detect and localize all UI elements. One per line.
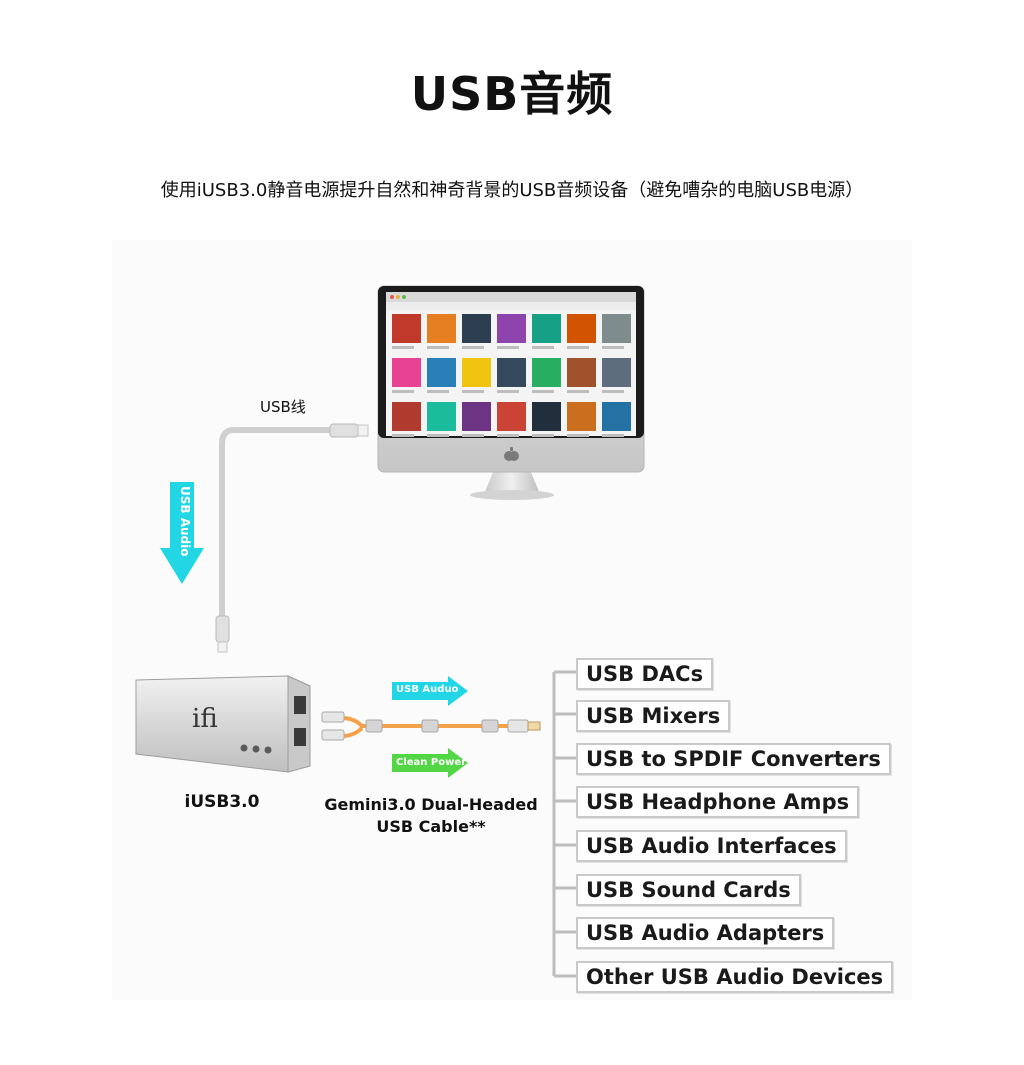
usb-audio-diagram: USB线 USB Audio ifi iUSB3.0: [112, 240, 912, 1000]
album-caption: [602, 434, 624, 437]
album-caption: [427, 434, 449, 437]
device-usb-sound-cards: USB Sound Cards: [576, 874, 801, 906]
album-caption: [427, 346, 449, 349]
album-caption: [567, 346, 589, 349]
album-cover: [427, 402, 456, 431]
album-cover: [392, 358, 421, 387]
album-cover: [427, 314, 456, 343]
ifi-logo: ifi: [192, 704, 218, 734]
device-usb-mixers: USB Mixers: [576, 700, 731, 732]
album-cover: [567, 314, 596, 343]
usb-audio-right-arrow: [392, 676, 468, 706]
device-other-usb-audio: Other USB Audio Devices: [576, 961, 894, 993]
device-usb-audio-interfaces: USB Audio Interfaces: [576, 830, 847, 862]
iusb-label: iUSB3.0: [184, 792, 260, 812]
album-cover: [532, 314, 561, 343]
device-list-bracket: [552, 670, 576, 978]
album-cover: [602, 402, 631, 431]
iusb-device-image: [135, 675, 311, 773]
album-cover: [602, 314, 631, 343]
clean-power-arrow-label: Clean Power: [396, 757, 467, 768]
album-grid: [392, 314, 631, 437]
album-caption: [392, 390, 414, 393]
page-title: USB音频: [410, 67, 614, 121]
album-cover: [497, 402, 526, 431]
gemini-label-line2: USB Cable**: [376, 817, 486, 836]
usb-audio-vertical-label: USB Audio: [178, 486, 192, 557]
album-caption: [532, 346, 554, 349]
usb-cable-label: USB线: [260, 398, 306, 416]
gemini-cable-label: Gemini3.0 Dual-Headed USB Cable**: [308, 794, 554, 838]
album-cover: [497, 314, 526, 343]
gemini-cable-image: [321, 711, 541, 741]
device-usb-audio-adapters: USB Audio Adapters: [576, 917, 835, 949]
album-caption: [567, 434, 589, 437]
usb-cable-image: [215, 423, 369, 653]
apple-logo-icon: [504, 447, 519, 461]
clean-power-arrow: [392, 748, 468, 778]
page-subtitle: 使用iUSB3.0静音电源提升自然和神奇背景的USB音频设备（避免嘈杂的电脑US…: [160, 180, 864, 201]
album-caption: [602, 390, 624, 393]
album-caption: [567, 390, 589, 393]
album-caption: [462, 390, 484, 393]
album-cover: [497, 358, 526, 387]
album-cover: [392, 402, 421, 431]
album-cover: [392, 314, 421, 343]
device-usb-spdif-converters: USB to SPDIF Converters: [576, 743, 891, 775]
album-caption: [497, 434, 519, 437]
album-caption: [532, 434, 554, 437]
imac-computer-image: [377, 285, 645, 500]
album-caption: [602, 346, 624, 349]
album-cover: [602, 358, 631, 387]
gemini-label-line1: Gemini3.0 Dual-Headed: [324, 795, 538, 814]
album-cover: [427, 358, 456, 387]
album-cover: [462, 358, 491, 387]
album-cover: [462, 314, 491, 343]
album-cover: [532, 402, 561, 431]
album-caption: [392, 346, 414, 349]
album-caption: [532, 390, 554, 393]
album-caption: [427, 390, 449, 393]
device-usb-headphone-amps: USB Headphone Amps: [576, 786, 860, 818]
usb-audio-down-arrow: [160, 482, 204, 584]
album-caption: [392, 434, 414, 437]
usb-audio-arrow-label: USB Auduo: [396, 684, 459, 695]
album-caption: [497, 390, 519, 393]
album-caption: [462, 346, 484, 349]
album-cover: [462, 402, 491, 431]
album-cover: [567, 402, 596, 431]
album-cover: [532, 358, 561, 387]
album-caption: [462, 434, 484, 437]
album-cover: [567, 358, 596, 387]
device-usb-dacs: USB DACs: [576, 658, 714, 690]
album-caption: [497, 346, 519, 349]
